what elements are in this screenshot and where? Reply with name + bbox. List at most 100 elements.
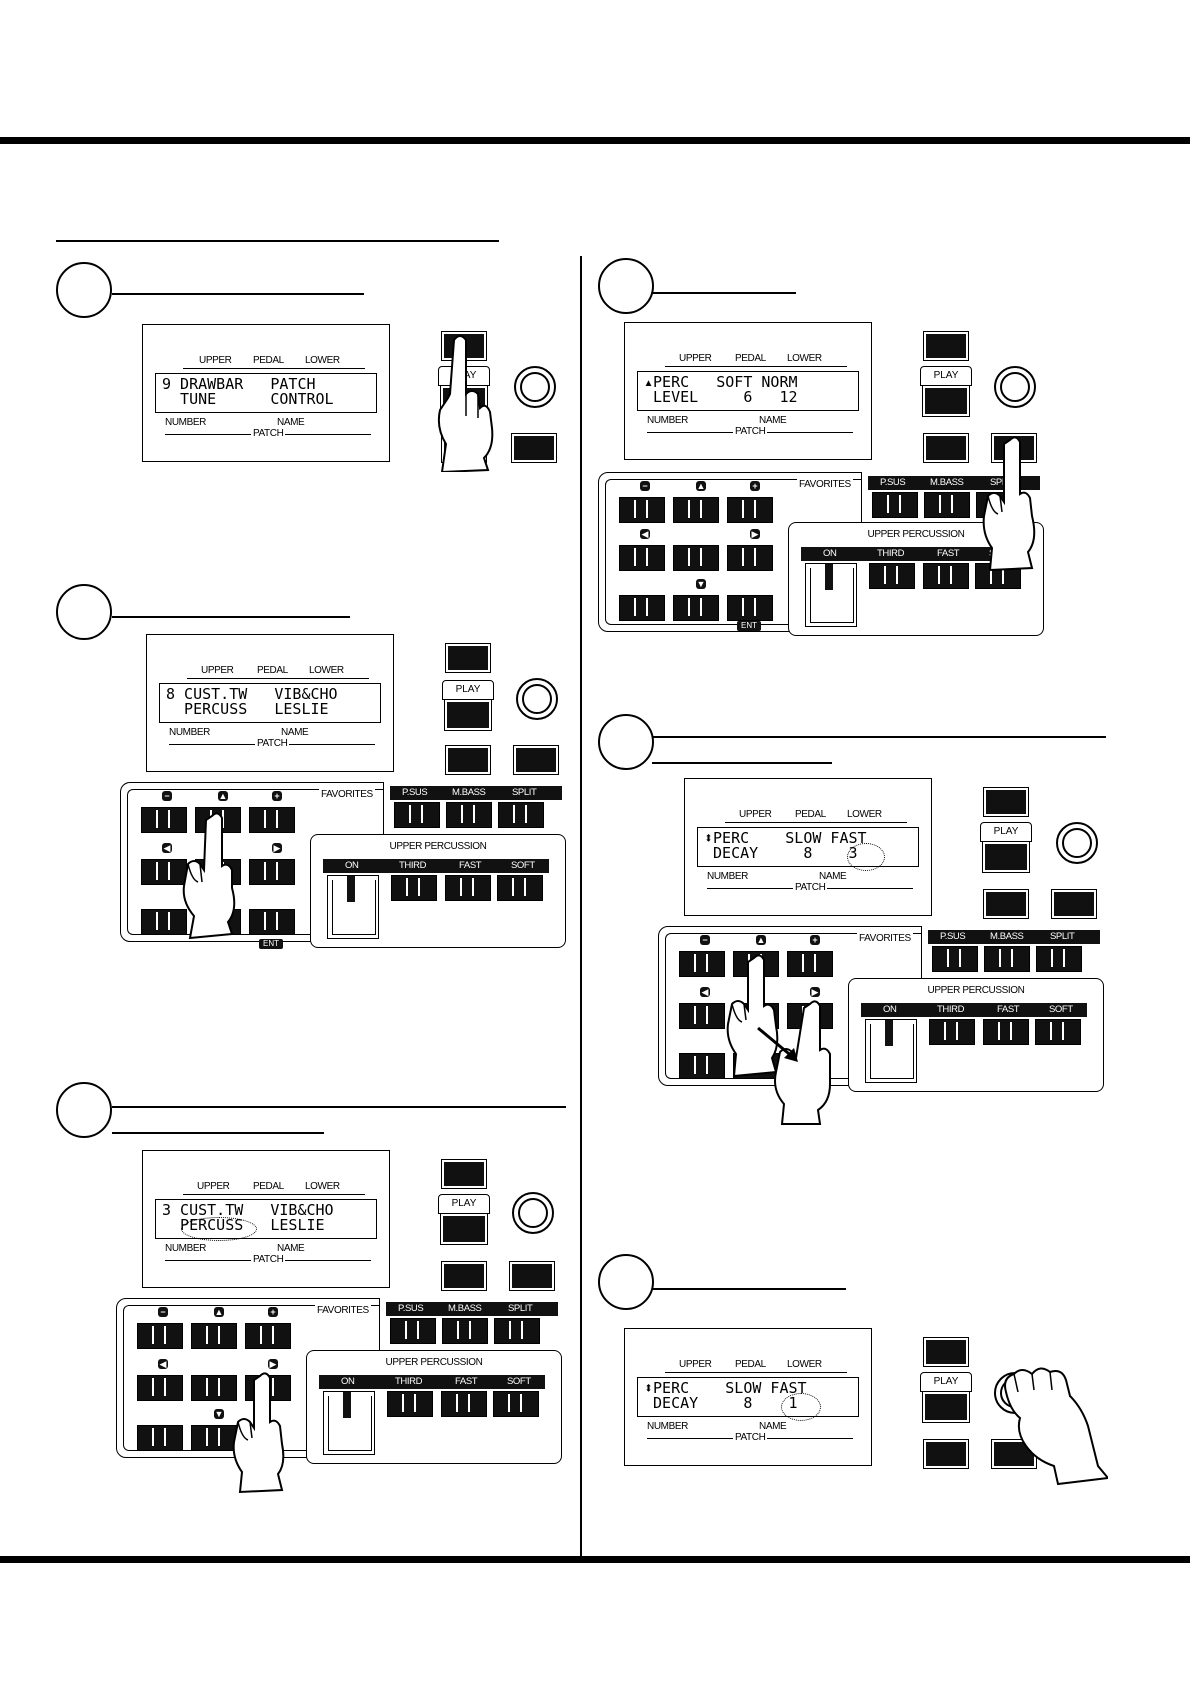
lcd-label-number: NUMBER	[647, 1421, 688, 1432]
favorites-plus-button[interactable]	[727, 497, 773, 523]
favorites-minus-button[interactable]	[137, 1323, 183, 1349]
favorites-down-button[interactable]	[191, 1425, 237, 1451]
lcd-line-1: 9 DRAWBAR PATCH	[162, 375, 316, 393]
favorites-right-button[interactable]	[249, 859, 295, 885]
lcd-label-upper: UPPER	[199, 355, 232, 366]
favorites-minus-button[interactable]	[141, 807, 187, 833]
function-button-top[interactable]	[441, 1159, 487, 1189]
value-knob[interactable]	[516, 678, 558, 720]
favorites-left-button[interactable]	[619, 545, 665, 571]
function-button-top[interactable]	[923, 1337, 969, 1367]
value-knob[interactable]	[994, 366, 1036, 408]
m-bass-button[interactable]	[924, 492, 970, 518]
favorites-left-button[interactable]	[679, 1003, 725, 1029]
function-button-bottom-right[interactable]	[513, 745, 559, 775]
lcd-display: UPPER PEDAL LOWER ⬍PERC SLOW FAST DECAY …	[624, 1328, 872, 1466]
function-button-bottom-left[interactable]	[923, 1439, 969, 1469]
lcd-top-line	[725, 822, 907, 823]
p-sus-button[interactable]	[394, 802, 440, 828]
favorites-left-button[interactable]	[141, 859, 187, 885]
m-bass-button[interactable]	[446, 802, 492, 828]
favorites-plus-button[interactable]	[787, 951, 833, 977]
percussion-soft-button[interactable]	[493, 1391, 539, 1417]
percussion-fast-button[interactable]	[923, 563, 969, 589]
lcd-label-upper: UPPER	[679, 353, 712, 364]
percussion-third-button[interactable]	[391, 875, 437, 901]
lcd-label-lower: LOWER	[787, 353, 822, 364]
favorites-plus-button[interactable]	[245, 1323, 291, 1349]
favorites-bottom-left-button[interactable]	[137, 1425, 183, 1451]
play-button[interactable]: PLAY	[920, 366, 972, 417]
percussion-third-button[interactable]	[869, 563, 915, 589]
m-bass-button[interactable]	[442, 1318, 488, 1344]
function-button-bottom-right[interactable]	[1051, 889, 1097, 919]
percussion-on-switch[interactable]	[865, 1019, 917, 1083]
favorites-minus-button[interactable]	[619, 497, 665, 523]
favorites-plus-button[interactable]	[249, 807, 295, 833]
minus-icon: −	[640, 481, 650, 491]
favorites-right-button[interactable]	[727, 545, 773, 571]
favorites-enter-button[interactable]	[249, 909, 295, 935]
percussion-soft-button[interactable]	[497, 875, 543, 901]
function-button-top[interactable]	[983, 787, 1029, 817]
value-knob[interactable]	[514, 366, 556, 408]
p-sus-button[interactable]	[390, 1318, 436, 1344]
function-button-bottom-left[interactable]	[445, 745, 491, 775]
function-button-bottom-right[interactable]	[511, 433, 557, 463]
play-button[interactable]: PLAY	[920, 1372, 972, 1423]
m-bass-label: M.BASS	[990, 931, 1024, 942]
p-sus-button[interactable]	[932, 946, 978, 972]
top-rule	[0, 137, 1190, 144]
lcd-label-upper: UPPER	[739, 809, 772, 820]
favorites-bottom-left-button[interactable]	[141, 909, 187, 935]
percussion-third-button[interactable]	[387, 1391, 433, 1417]
favorites-bottom-left-button[interactable]	[679, 1053, 725, 1079]
favorites-bottom-left-button[interactable]	[619, 595, 665, 621]
on-label: ON	[345, 860, 359, 871]
lcd-display: UPPER PEDAL LOWER ▴PERC SOFT NORM LEVEL …	[624, 322, 872, 460]
favorites-center-button[interactable]	[191, 1375, 237, 1401]
triangle-up-icon: ▲	[214, 1307, 224, 1317]
favorites-center-button[interactable]	[673, 545, 719, 571]
play-button[interactable]: PLAY	[442, 680, 494, 731]
value-knob[interactable]	[512, 1192, 554, 1234]
percussion-on-switch[interactable]	[805, 563, 857, 627]
favorites-left-button[interactable]	[137, 1375, 183, 1401]
function-button-bottom-left[interactable]	[983, 889, 1029, 919]
function-button-top[interactable]	[445, 643, 491, 673]
percussion-fast-button[interactable]	[983, 1019, 1029, 1045]
function-button-bottom-right[interactable]	[509, 1261, 555, 1291]
value-knob[interactable]	[1056, 822, 1098, 864]
function-button-top[interactable]	[923, 331, 969, 361]
favorites-minus-button[interactable]	[679, 951, 725, 977]
step-heading-line	[112, 616, 350, 618]
percussion-fast-button[interactable]	[441, 1391, 487, 1417]
favorites-up-button[interactable]	[673, 497, 719, 523]
split-button[interactable]	[494, 1318, 540, 1344]
function-button-bottom-left[interactable]	[441, 1261, 487, 1291]
play-button[interactable]: PLAY	[438, 1194, 490, 1245]
function-button-bottom-left[interactable]	[923, 433, 969, 463]
percussion-on-switch[interactable]	[327, 875, 379, 939]
favorites-label: FAVORITES	[315, 1305, 371, 1316]
third-label: THIRD	[877, 548, 905, 559]
lcd-label-name: NAME	[759, 1421, 787, 1432]
percussion-soft-button[interactable]	[1035, 1019, 1081, 1045]
lcd-label-number: NUMBER	[165, 417, 206, 428]
split-button-tabs: P.SUS M.BASS SPLIT	[928, 930, 1100, 944]
favorites-down-button[interactable]	[673, 595, 719, 621]
on-label: ON	[341, 1376, 355, 1387]
favorites-up-button[interactable]	[191, 1323, 237, 1349]
play-button[interactable]: PLAY	[980, 822, 1032, 873]
step-number-circle	[598, 258, 654, 314]
favorites-enter-button[interactable]	[727, 595, 773, 621]
percussion-third-button[interactable]	[929, 1019, 975, 1045]
lcd-top-line	[665, 366, 847, 367]
p-sus-button[interactable]	[872, 492, 918, 518]
upper-percussion-panel: UPPER PERCUSSION ON THIRD FAST SOFT	[306, 1350, 562, 1464]
split-button[interactable]	[498, 802, 544, 828]
m-bass-button[interactable]	[984, 946, 1030, 972]
split-button[interactable]	[1036, 946, 1082, 972]
percussion-on-switch[interactable]	[323, 1391, 375, 1455]
percussion-fast-button[interactable]	[445, 875, 491, 901]
